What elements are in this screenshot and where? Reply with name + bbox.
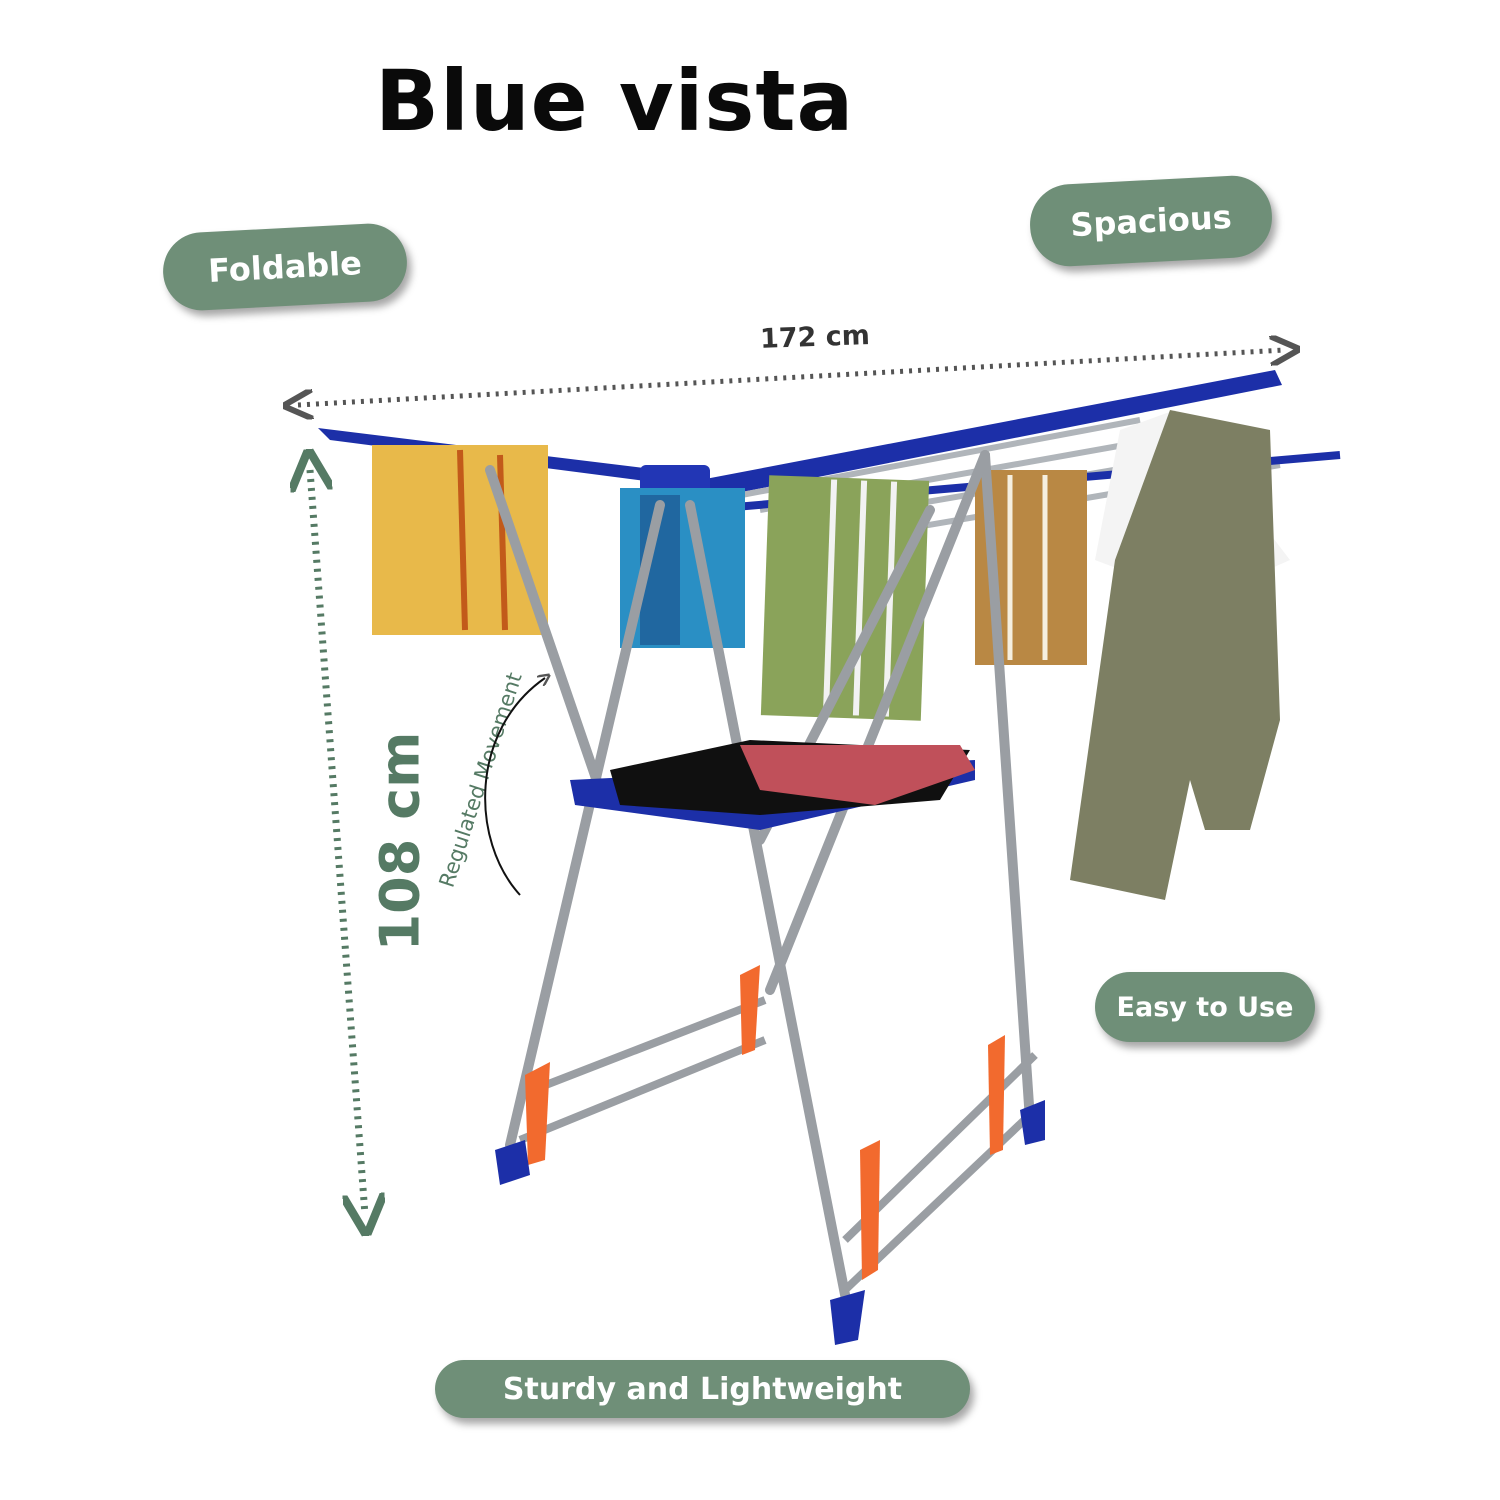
- height-dimension-line: [310, 470, 365, 1215]
- sturdy-badge: Sturdy and Lightweight: [435, 1360, 970, 1418]
- red-towel-folded: [740, 745, 975, 805]
- movement-arrow: [484, 678, 545, 896]
- blue-feet: [495, 1100, 1045, 1345]
- easy-to-use-badge: Easy to Use: [1095, 972, 1315, 1042]
- bottom-rails: [518, 996, 1038, 1293]
- stand-legs: [485, 450, 1035, 1325]
- product-title: Blue vista: [375, 52, 855, 150]
- blue-towel: [620, 488, 745, 648]
- right-wing: [700, 370, 1282, 498]
- width-dimension-line: [298, 350, 1285, 405]
- olive-trousers: [1070, 410, 1280, 900]
- orange-clips: [525, 965, 1005, 1280]
